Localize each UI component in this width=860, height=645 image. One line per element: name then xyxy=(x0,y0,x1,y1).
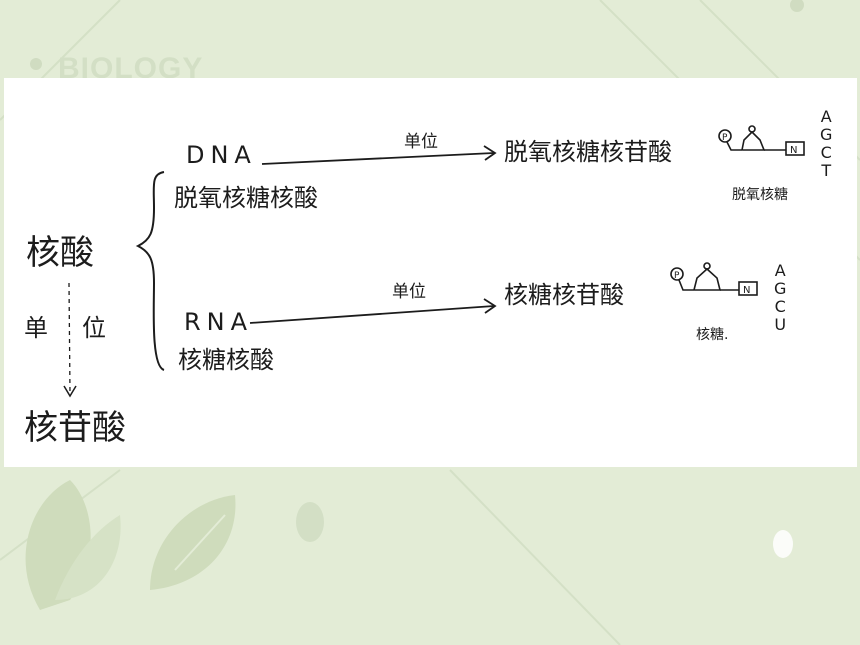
category-brace xyxy=(135,171,165,371)
rna-arrow xyxy=(249,305,495,324)
rna-base-c: C xyxy=(774,297,786,316)
root-unit-char-2: 位 xyxy=(82,314,106,342)
rna-bases: A G C U xyxy=(774,262,786,334)
rna-base-g: G xyxy=(774,279,787,298)
rna-phosphate-glyph: P xyxy=(674,271,680,281)
dna-unit-label: 脱氧核糖核苷酸 xyxy=(504,138,672,166)
dna-phosphate-glyph: P xyxy=(722,133,728,143)
diagram-panel: P N P N 核酸 单 位 核苷酸 DNA 脱氧核糖核酸 单位 脱氧核糖核苷酸… xyxy=(4,78,857,467)
rna-nucleotide-sketch xyxy=(670,262,758,296)
dna-base-c: C xyxy=(820,143,832,162)
root-unit-label: 核苷酸 xyxy=(24,408,126,448)
rna-base-u: U xyxy=(774,315,787,334)
rna-sugar-label: 核糖. xyxy=(696,327,729,343)
dna-arrow xyxy=(261,152,495,165)
dna-bases: A G C T xyxy=(820,108,832,180)
diagram-lines: P N P N xyxy=(63,125,805,398)
dna-label: DNA xyxy=(186,141,257,169)
rna-arrow-label: 单位 xyxy=(392,282,426,302)
root-unit-char-1: 单 xyxy=(24,314,48,342)
rna-full-name: 核糖核酸 xyxy=(178,346,274,374)
rna-unit-label: 核糖核苷酸 xyxy=(504,281,624,309)
root-unit-arrow xyxy=(68,282,71,395)
rna-base-glyph: N xyxy=(743,285,750,296)
dna-base-t: T xyxy=(821,161,832,180)
dna-base-glyph: N xyxy=(790,145,797,156)
dna-sugar-label: 脱氧核糖 xyxy=(732,187,788,203)
dna-nucleotide-sketch xyxy=(718,125,805,156)
root-label: 核酸 xyxy=(26,233,94,273)
dna-base-g: G xyxy=(820,125,833,144)
dna-base-a: A xyxy=(820,107,832,126)
rna-label: RNA xyxy=(184,308,254,336)
dna-full-name: 脱氧核糖核酸 xyxy=(174,184,318,212)
rna-base-a: A xyxy=(774,261,786,280)
dna-arrow-label: 单位 xyxy=(404,132,438,152)
